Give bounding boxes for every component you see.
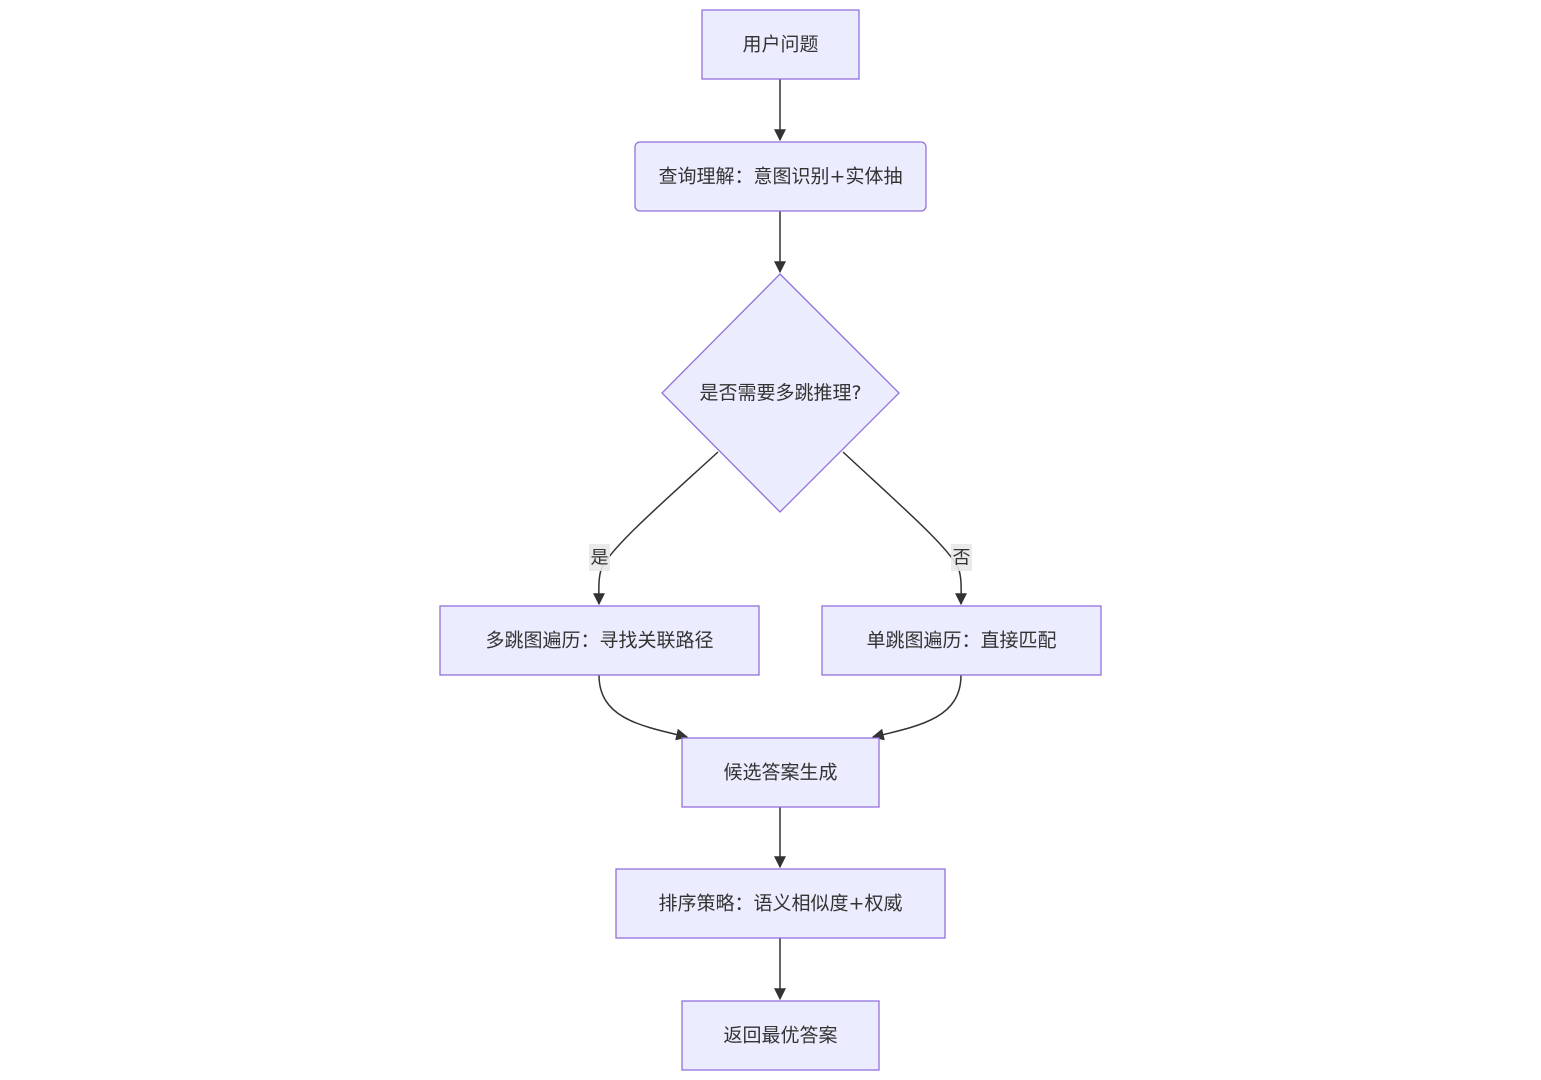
edge-single-hop-to-candidate	[871, 674, 962, 741]
edge-label-no: 否	[953, 548, 971, 569]
node-return-best-answer-label: 返回最优答案	[723, 1025, 837, 1047]
node-user-question[interactable]: 用户问题	[701, 9, 860, 80]
edge-decision-to-multi-hop	[592, 451, 719, 606]
node-single-hop-traversal[interactable]: 单跳图遍历：直接匹配	[821, 605, 1102, 676]
node-ranking-strategy[interactable]: 排序策略：语义相似度+权威	[615, 868, 946, 939]
node-multi-hop-traversal-label: 多跳图遍历：寻找关联路径	[485, 630, 713, 652]
edge-label-yes-group: 是	[589, 544, 610, 571]
node-ranking-strategy-label: 排序策略：语义相似度+权威	[659, 893, 903, 915]
node-user-question-label: 用户问题	[742, 34, 818, 56]
edge-label-no-group: 否	[951, 544, 972, 571]
node-return-best-answer[interactable]: 返回最优答案	[681, 1000, 880, 1071]
node-single-hop-traversal-label: 单跳图遍历：直接匹配	[866, 630, 1056, 652]
edge-multi-hop-to-candidate	[598, 674, 689, 741]
edges	[592, 79, 968, 1001]
node-candidate-generation[interactable]: 候选答案生成	[681, 737, 880, 808]
edge-label-yes: 是	[591, 548, 609, 569]
node-query-understanding-label: 查询理解：意图识别+实体抽	[659, 166, 903, 188]
node-multi-hop-decision-label: 是否需要多跳推理?	[699, 382, 861, 404]
node-multi-hop-decision[interactable]: 是否需要多跳推理?	[661, 273, 900, 513]
edge-decision-to-single-hop	[842, 451, 968, 606]
node-multi-hop-traversal[interactable]: 多跳图遍历：寻找关联路径	[439, 605, 760, 676]
node-candidate-generation-label: 候选答案生成	[723, 762, 837, 784]
node-query-understanding[interactable]: 查询理解：意图识别+实体抽	[634, 141, 927, 212]
